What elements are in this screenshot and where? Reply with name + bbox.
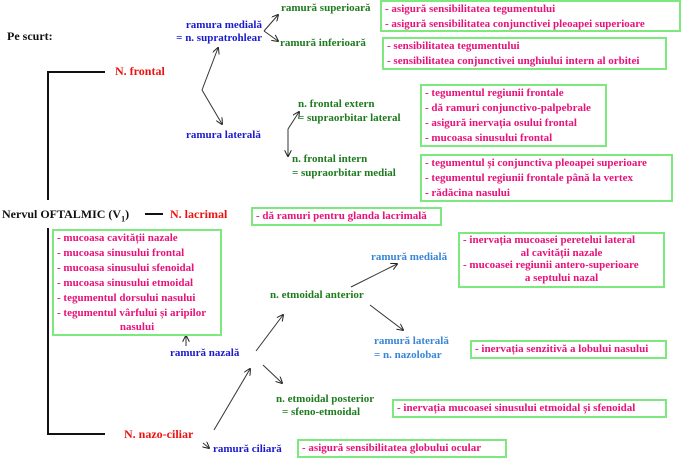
- arrow-to-ciliara: [203, 443, 209, 448]
- bracket-nazociliar: [47, 228, 105, 435]
- box-item: nasului: [119, 321, 155, 333]
- arrow-to-lat-etm: [369, 304, 403, 330]
- intern-info-box: - tegumentul și conjunctiva pleoapei sup…: [420, 154, 673, 202]
- box-item: - rădăcina nasului: [425, 187, 510, 199]
- box-item: - tegumentul dorsului nasului: [57, 292, 196, 304]
- etm-lateral-info-box: - inervația senzitivă a lobului nasului: [470, 340, 667, 359]
- root-label-main: Nervul OFTALMIC (V: [2, 207, 122, 221]
- ramura-nazala-label: ramură nazală: [170, 347, 240, 359]
- frontal-extern-label: n. frontal extern: [298, 98, 375, 110]
- box-item: - sensibilitatea conjunctivei unghiului …: [387, 55, 640, 67]
- box-item: - tegumentul vârfului și aripilor: [57, 307, 207, 319]
- frontal-medial-label2: = n. supratrohlear: [176, 32, 262, 44]
- box-item: - inervația senzitivă a lobului nasului: [475, 343, 649, 355]
- n-lacrimal-label: N. lacrimal: [170, 207, 228, 221]
- lacrimal-info-box: - dă ramuri pentru glanda lacrimală: [251, 207, 442, 226]
- box-item: al cavității nazale: [520, 246, 603, 259]
- inferior-info-box: - sensibilitatea tegumentului - sensibil…: [382, 37, 667, 70]
- box-item: - mucoasa sinusului etmoidal: [57, 277, 193, 289]
- box-item: - mucoasa sinusului frontal: [425, 132, 553, 144]
- ciliara-info-box: - asigură sensibilitatea globului ocular: [297, 439, 507, 458]
- box-item: - asigură sensibilitatea tegumentului: [385, 3, 556, 15]
- frontal-lateral-label: ramura laterală: [186, 129, 261, 141]
- etm-lateral-label2: = n. nazolobar: [374, 349, 442, 361]
- root-label-end: ): [125, 207, 130, 221]
- box-item: - dă ramuri conjunctivo-palpebrale: [425, 102, 591, 114]
- box-item: - tegumentul regiunii frontale: [425, 87, 564, 99]
- box-item: - tegumentul regiunii frontale până la v…: [425, 172, 633, 184]
- box-item: - asigură sensibilitatea globului ocular: [302, 442, 482, 454]
- arrow-to-extern: [287, 112, 299, 130]
- etm-medial-info-box: - inervația mucoasei peretelui lateral a…: [458, 232, 665, 288]
- arrow-to-med-etm: [350, 264, 397, 288]
- n-frontal-label: N. frontal: [115, 64, 165, 78]
- ramura-inferioara-label: ramură inferioară: [280, 37, 366, 49]
- box-item: - mucoasa sinusului sfenoidal: [57, 262, 195, 274]
- box-item: a septului nazal: [524, 271, 599, 284]
- etmoidal-posterior-label2: = sfeno-etmoidal: [282, 406, 361, 418]
- intro-label: Pe scurt:: [7, 29, 53, 43]
- etm-posterior-info-box: - inervația mucoasei sinusului etmoidal …: [392, 399, 667, 418]
- arrow-to-superior: [263, 15, 278, 32]
- box-item: - inervația mucoasei sinusului etmoidal …: [397, 402, 636, 414]
- ramura-superioara-label: ramură superioară: [281, 2, 371, 14]
- frontal-intern-label: n. frontal intern: [292, 153, 368, 165]
- arrow-to-medial: [201, 48, 218, 91]
- frontal-extern-label2: = supraorbitar lateral: [298, 112, 401, 124]
- ramura-ciliara-label: ramură ciliară: [213, 443, 282, 455]
- box-item: - asigură inervația osului frontal: [425, 117, 577, 129]
- etmoidal-anterior-label: n. etmoidal anterior: [270, 289, 364, 301]
- arrow-to-inferior: [263, 30, 278, 41]
- superior-info-box: - asigură sensibilitatea tegumentului - …: [380, 0, 681, 32]
- box-item: - mucoasei regiunii antero-superioare: [463, 259, 639, 271]
- bracket-frontal: [47, 71, 105, 200]
- etm-lateral-label: ramură laterală: [374, 335, 449, 347]
- etmoidal-posterior-label: n. etmoidal posterior: [276, 393, 375, 405]
- frontal-intern-label2: = supraorbitar medial: [292, 167, 396, 179]
- box-item: - sensibilitatea tegumentului: [387, 40, 520, 52]
- root-label-sub: 1: [121, 214, 126, 224]
- arrow-to-nazala: [213, 369, 250, 431]
- box-item: - inervația mucoasei peretelui lateral: [463, 234, 636, 246]
- arrow-to-lateral: [201, 89, 222, 124]
- box-item: - asigură sensibilitatea conjunctivei pl…: [385, 18, 645, 30]
- arrow-to-etm-post: [262, 364, 282, 383]
- root-label: Nervul OFTALMIC (V1): [2, 208, 129, 225]
- box-item: - tegumentul și conjunctiva pleoapei sup…: [425, 157, 647, 169]
- box-item: - mucoasa cavității nazale: [57, 232, 178, 244]
- arrow-to-etm-ant: [255, 315, 283, 352]
- n-nazociliar-label: N. nazo-ciliar: [124, 427, 194, 441]
- box-item: - dă ramuri pentru glanda lacrimală: [256, 210, 427, 222]
- nazala-info-box: - mucoasa cavității nazale - mucoasa sin…: [52, 229, 222, 336]
- box-item: - mucoasa sinusului frontal: [57, 247, 185, 259]
- extern-info-box: - tegumentul regiunii frontale - dă ramu…: [420, 84, 607, 147]
- etm-medial-label: ramură medială: [371, 251, 448, 263]
- frontal-medial-label: ramura medială: [185, 19, 262, 31]
